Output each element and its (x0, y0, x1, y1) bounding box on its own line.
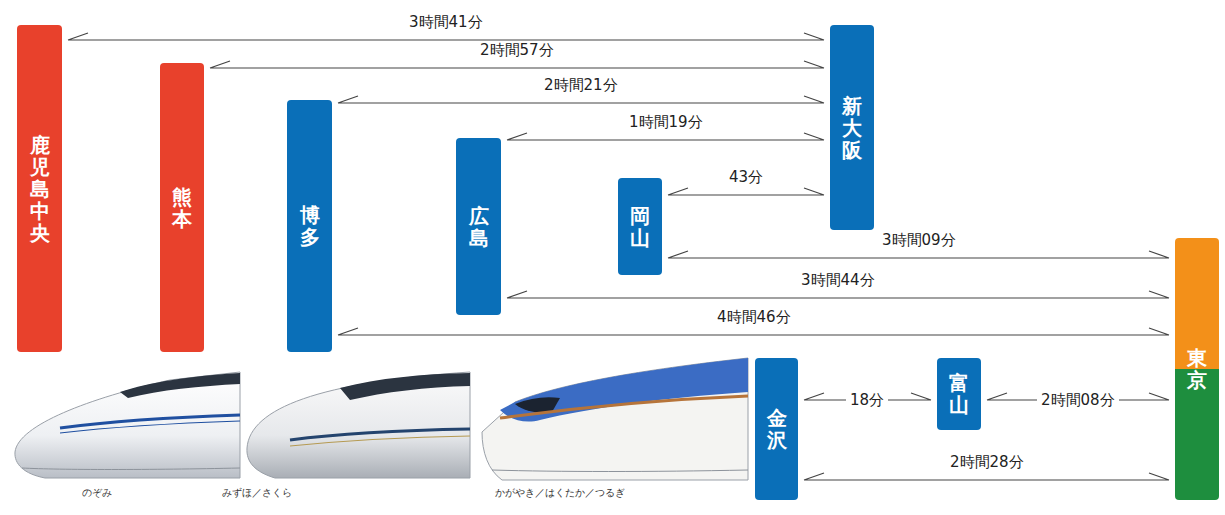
travel-time-arrow (668, 188, 824, 195)
train-name: かがやき／はくたか／つるぎ (495, 487, 625, 499)
travel-time-label: 2時間28分 (946, 453, 1028, 471)
travel-time-label: 2時間57分 (476, 41, 558, 59)
station-name: 東京 (1187, 347, 1207, 391)
travel-time-arrow (507, 291, 1169, 298)
travel-time-arrow (338, 96, 824, 103)
station-bar: 岡山 (618, 178, 662, 275)
mizuho-sakura-train (247, 372, 470, 478)
station-name: 鹿児島中央 (30, 134, 50, 244)
travel-time-arrow (507, 133, 824, 140)
station-bar: 金沢 (755, 358, 798, 500)
travel-time-label: 1時間19分 (625, 113, 707, 131)
train-name: みずほ／さくら (222, 487, 292, 499)
station-name: 熊本 (172, 186, 192, 230)
station-name: 岡山 (630, 205, 650, 249)
station-name: 富山 (949, 372, 969, 416)
travel-time-label: 2時間21分 (540, 76, 622, 94)
travel-time-arrow (804, 473, 1169, 480)
travel-time-label: 2時間08分 (1037, 391, 1119, 409)
station-bar: 富山 (937, 358, 981, 430)
travel-time-arrow (68, 33, 824, 40)
station-bar: 熊本 (160, 63, 204, 352)
station-name: 博多 (300, 204, 320, 248)
travel-time-arrow (210, 61, 824, 68)
train-name: のぞみ (82, 487, 112, 499)
travel-time-arrow (668, 251, 1169, 258)
station-bar: 広島 (456, 138, 501, 315)
station-bar: 鹿児島中央 (17, 25, 62, 352)
travel-time-label: 43分 (725, 168, 767, 186)
travel-time-label: 3時間09分 (878, 231, 960, 249)
kagayaki-train (482, 358, 748, 480)
travel-time-label: 18分 (846, 391, 888, 409)
travel-time-label: 3時間41分 (405, 13, 487, 31)
station-name: 新大阪 (842, 95, 862, 161)
station-bar: 新大阪 (830, 25, 874, 230)
travel-time-label: 4時間46分 (713, 308, 795, 326)
station-name: 広島 (469, 205, 489, 249)
station-name: 金沢 (767, 407, 787, 451)
travel-time-label: 3時間44分 (797, 271, 879, 289)
travel-time-arrow (338, 328, 1169, 335)
station-bar: 博多 (287, 100, 332, 352)
station-bar: 東京 (1175, 238, 1219, 500)
nozomi-train (15, 372, 240, 478)
